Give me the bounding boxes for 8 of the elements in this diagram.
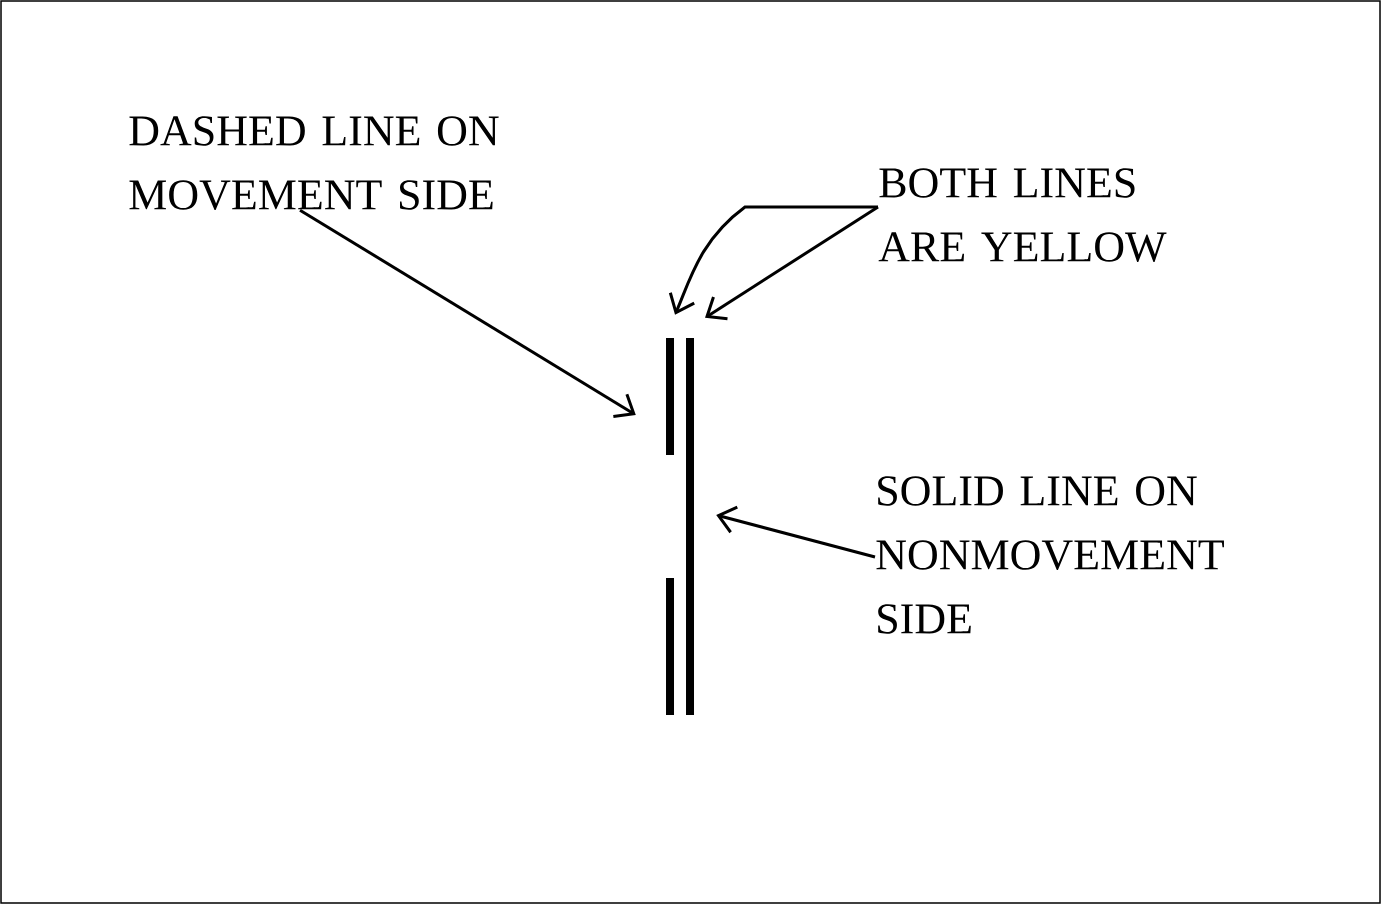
leader-arrow: [299, 208, 636, 418]
callout-text: SOLID LINE ON NONMOVEMENT SIDE: [876, 476, 1224, 634]
callout-text: BOTH LINES ARE YELLOW: [878, 168, 1167, 262]
leader-arrow: [705, 205, 879, 321]
leader-arrow: [668, 205, 878, 315]
callout-text: DASHED LINE ON MOVEMENT SIDE: [129, 116, 499, 210]
leader-arrow: [716, 505, 876, 559]
dashed-lane-line: [666, 338, 674, 715]
